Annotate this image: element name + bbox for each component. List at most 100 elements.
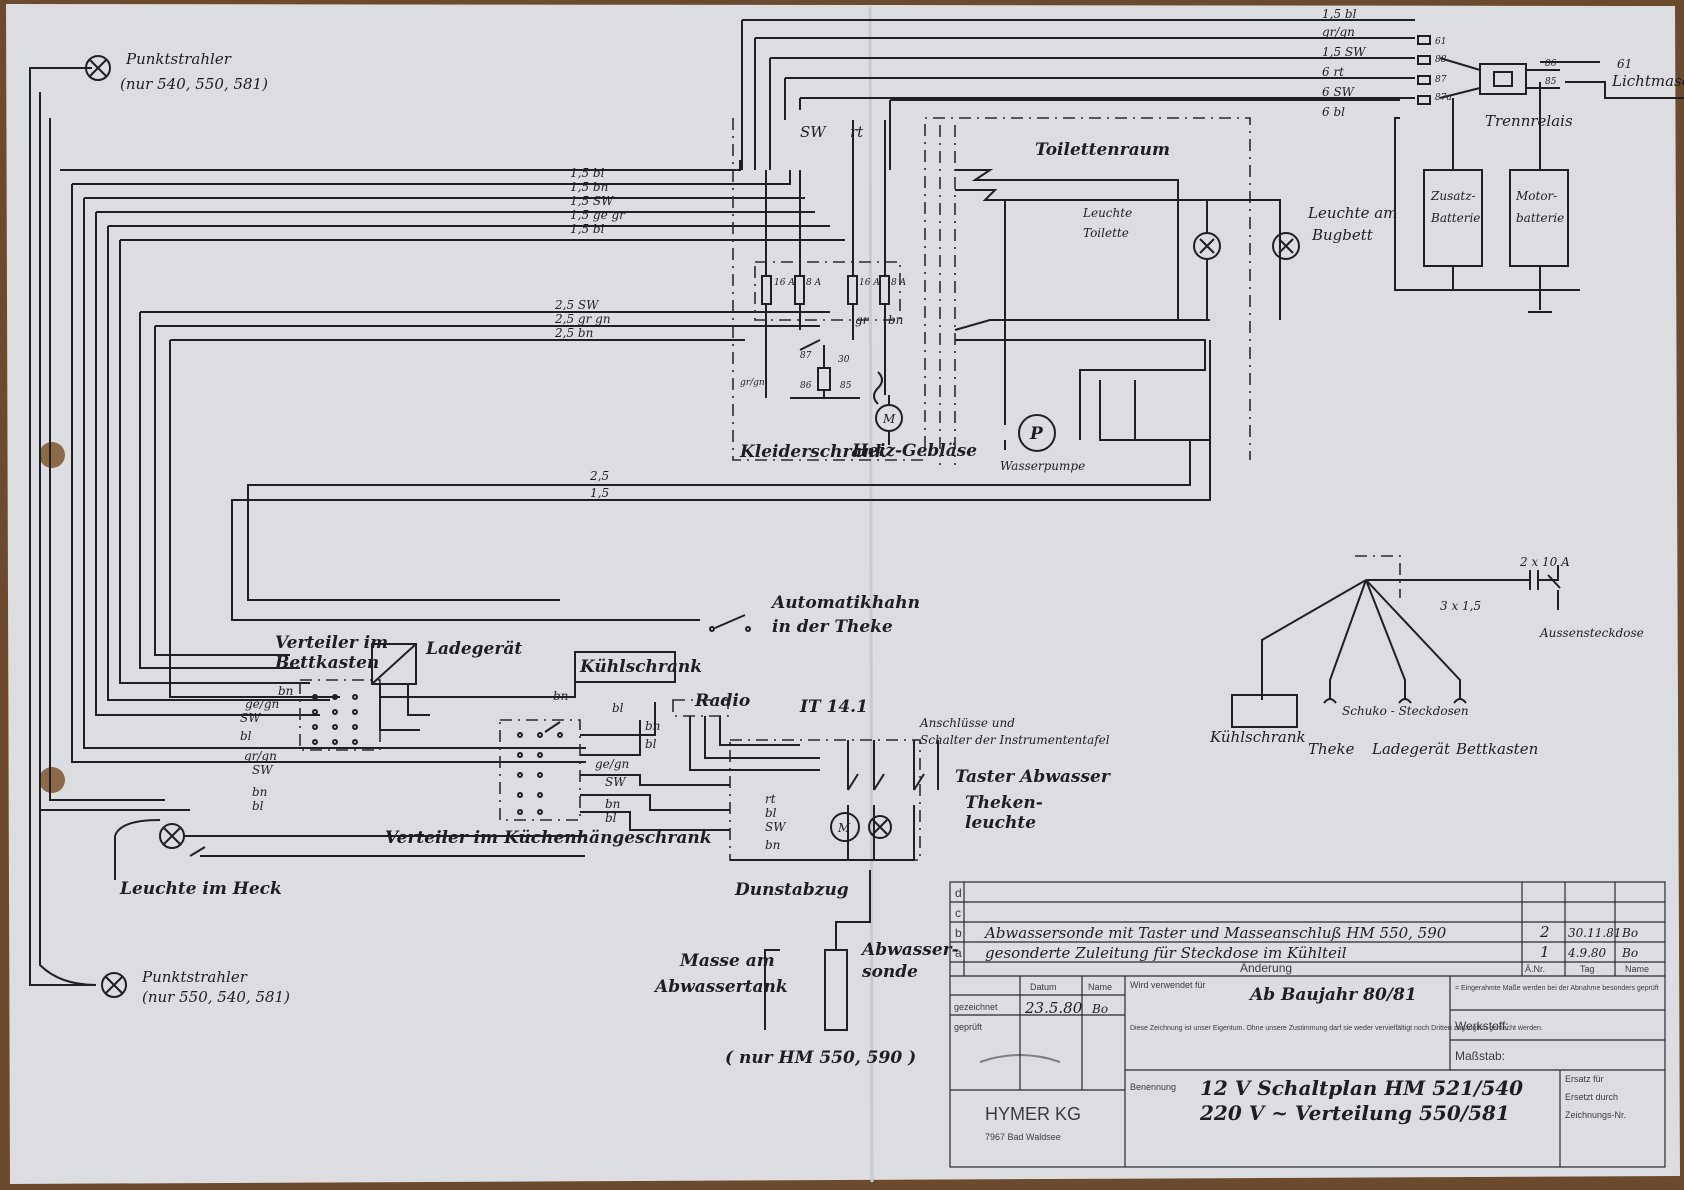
top-wire-labels: 1,5 bl gr/gn 1,5 SW 6 rt 6 SW 6 bl [1322,7,1367,119]
leuchte-toilette-label-2: Toilette [1083,226,1129,240]
svg-text:1,5 ge gr: 1,5 ge gr [570,208,626,222]
aenderung-label: Änderung [1240,961,1292,975]
cable-3x15-label: 3 x 1,5 [1440,599,1481,613]
kleiderschrank-box [732,117,1251,465]
thekenleuchte-label-1: Theken- [965,793,1043,813]
fuse-2x10-label: 2 x 10 A [1519,555,1570,569]
verteiler-bettkasten-label-2: Bettkasten [274,653,379,673]
change-a-date: 4.9.80 [1567,946,1607,960]
relay-terminal-86: 86 [800,381,812,391]
wird-verwendet-label: Wird verwendet für [1130,980,1206,990]
legal-text: Diese Zeichnung ist unser Eigentum. Ohne… [1130,1025,1543,1032]
zeichnungsnr-label: Zeichnungs-Nr. [1565,1110,1626,1120]
svg-text:SW: SW [605,775,627,789]
bettkasten-220-label: Bettkasten [1455,740,1538,758]
wire-bn-label: bn [888,313,903,327]
abwassersonde [764,870,871,1031]
svg-text:bn: bn [278,684,293,698]
klemme-61-label: 61 [1617,57,1632,71]
change-b-index: 2 [1539,923,1550,941]
toilettenraum-wiring [231,169,1281,621]
thekenleuchte-label-2: leuchte [965,813,1036,833]
radio-label: Radio [694,691,750,711]
wasserpumpe-symbol: P [1029,424,1044,444]
gezeichnet-label: gezeichnet [954,1002,998,1012]
dunstabzug-label: Dunstabzug [734,880,849,900]
svg-text:bl: bl [240,729,252,743]
fuse-1-label: 16 A [774,278,795,288]
company-address: 7967 Bad Waldsee [985,1132,1061,1142]
geprueft-label: geprüft [954,1022,983,1032]
change-a-name: Bo [1621,946,1638,960]
svg-text:SW: SW [240,711,262,725]
motor-batterie-label-2: batterie [1516,211,1564,225]
svg-text:1,5 bl: 1,5 bl [570,222,605,236]
distribution-220v [1231,555,1561,728]
heizgeblaese-label: Heiz-Gebläse [851,441,977,461]
abwassersonde-label-2: sonde [861,962,918,982]
verteiler-bettkasten-label-1: Verteiler im [275,633,388,653]
punktstrahler-top-lamp [30,55,111,81]
svg-text:bl: bl [645,737,657,751]
heizgeblaese-relay [790,339,883,405]
change-b-name: Bo [1621,926,1638,940]
kuehlschrank-label: Kühlschrank [579,657,702,677]
change-b-date: 30.11.81 [1568,926,1621,940]
svg-text:1,5 SW: 1,5 SW [570,194,615,208]
kuehlschrank-box [574,651,676,683]
werkstoff-label: Werkstoff: [1455,1019,1509,1033]
paper-fold [868,5,874,1183]
lichtmaschine-label: Lichtmasch. [1611,72,1684,90]
svg-text:1,5 bl: 1,5 bl [570,166,605,180]
titleblock-row-a: a [955,946,962,960]
svg-text:6 bl: 6 bl [1322,105,1345,119]
svg-text:2,5 bn: 2,5 bn [554,326,593,340]
automatikhahn-switch [232,614,751,632]
eingerahmt-text: = Eingerahmte Maße werden bei der Abnahm… [1455,985,1659,992]
dunstabzug-motor-symbol: M [837,821,851,835]
wire-gr-label: gr [855,313,870,327]
abwassersonde-label-1: Abwasser- [860,940,959,960]
toilette-lamp [1193,200,1221,320]
nur-hm-label: ( nur HM 550, 590 ) [725,1048,916,1068]
bugbett-lamp [1272,232,1300,260]
trennrelais-label: Trennrelais [1485,112,1573,130]
svg-text:87: 87 [1435,75,1447,85]
heck-lamp [114,819,585,880]
relay-terminal-85: 85 [1545,77,1557,87]
svg-text:2,5 SW: 2,5 SW [554,298,600,312]
change-a-text: gesonderte Zuleitung für Steckdose im Kü… [985,944,1347,962]
kleiderschrank-label: Kleiderschrank [739,442,887,462]
change-b-text: Abwassersonde mit Taster und Masseanschl… [983,924,1447,942]
svg-text:bn: bn [553,689,568,703]
heizgeblaese-motor-symbol: M [882,412,896,426]
zusatz-batterie [1423,98,1483,290]
kuehlschrank-220-label: Kühlschrank [1209,728,1306,746]
svg-text:61: 61 [1435,37,1446,47]
schuko-label: Schuko - Steckdosen [1342,704,1469,718]
gezeichnet-name: Bo [1091,1002,1108,1016]
titleblock-row-d: d [955,886,962,900]
svg-text:88: 88 [1435,55,1447,65]
relay-terminal-30: 30 [838,355,850,365]
leuchte-toilette-label-1: Leuchte [1082,206,1132,220]
it-wire-labels: rt bl SW bn [765,792,787,852]
svg-text:ge/gn: ge/gn [245,697,279,711]
wire-labels-left-b: 2,5 SW 2,5 gr gn 2,5 bn [554,298,611,340]
left-bus-wires [29,67,741,986]
drawing-title-2: 220 V ~ Verteilung 550/581 [1199,1101,1510,1125]
top-left-wire-bundle [72,170,845,341]
top-wires [741,19,1684,291]
svg-text:bl: bl [252,799,264,813]
ladegeraet-label: Ladegerät [425,639,522,659]
svg-text:bl: bl [612,701,624,715]
leuchte-bugbett-label-2: Bugbett [1311,226,1374,244]
svg-text:6 SW: 6 SW [1322,85,1356,99]
relay-terminal-87: 87 [800,351,812,361]
titleblock-row-b: b [955,926,962,940]
punktstrahler-bottom-note: (nur 550, 540, 581) [142,988,290,1006]
verteiler-bettkasten-block [299,679,381,751]
punktstrahler-bottom-lamp [39,810,127,998]
